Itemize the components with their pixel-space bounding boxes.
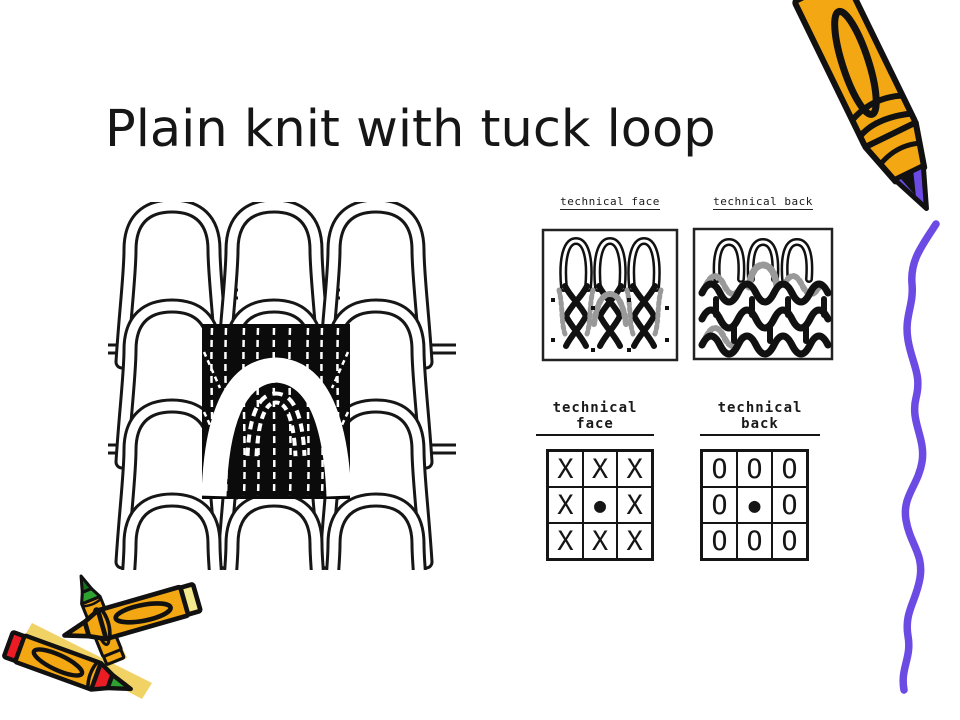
notation-grid-face: X X X X ● X X X X bbox=[546, 449, 654, 561]
technical-back-view-label: technical back bbox=[713, 195, 813, 210]
crayons-icon bbox=[2, 570, 227, 720]
grid-cell: O bbox=[702, 523, 737, 559]
technical-face-view-label: technical face bbox=[560, 195, 660, 210]
tuck-loop-structure-figure bbox=[108, 202, 456, 570]
grid-cell: X bbox=[582, 451, 618, 487]
page-title: Plain knit with tuck loop bbox=[105, 100, 716, 159]
grid-cell: O bbox=[772, 523, 807, 559]
grid-cell-tuck-dot: ● bbox=[582, 487, 618, 523]
tuck-loop-arch bbox=[201, 357, 352, 497]
grid-cell: O bbox=[737, 451, 772, 487]
grid-cell: X bbox=[617, 487, 652, 523]
technical-face-knit-figure bbox=[541, 228, 679, 362]
grid-cell: O bbox=[737, 523, 772, 559]
technical-back-knit-figure bbox=[692, 227, 834, 361]
grid-cell: O bbox=[772, 451, 807, 487]
grid-cell: X bbox=[617, 523, 652, 559]
grid-cell: X bbox=[548, 451, 583, 487]
notation-back-label: technical back bbox=[700, 400, 820, 436]
grid-cell: X bbox=[548, 487, 583, 523]
grid-cell: X bbox=[617, 451, 652, 487]
grid-cell: X bbox=[548, 523, 583, 559]
crayon-icon bbox=[787, 0, 929, 211]
grid-cell: O bbox=[702, 451, 737, 487]
grid-cell: O bbox=[772, 487, 807, 523]
grid-cell-tuck-dot: ● bbox=[737, 487, 772, 523]
notation-face-label: technical face bbox=[536, 400, 654, 436]
grid-cell: O bbox=[702, 487, 737, 523]
grid-cell: X bbox=[582, 523, 618, 559]
notation-grid-back: O O O O ● O O O O bbox=[700, 449, 809, 561]
scribble-line bbox=[899, 220, 940, 694]
